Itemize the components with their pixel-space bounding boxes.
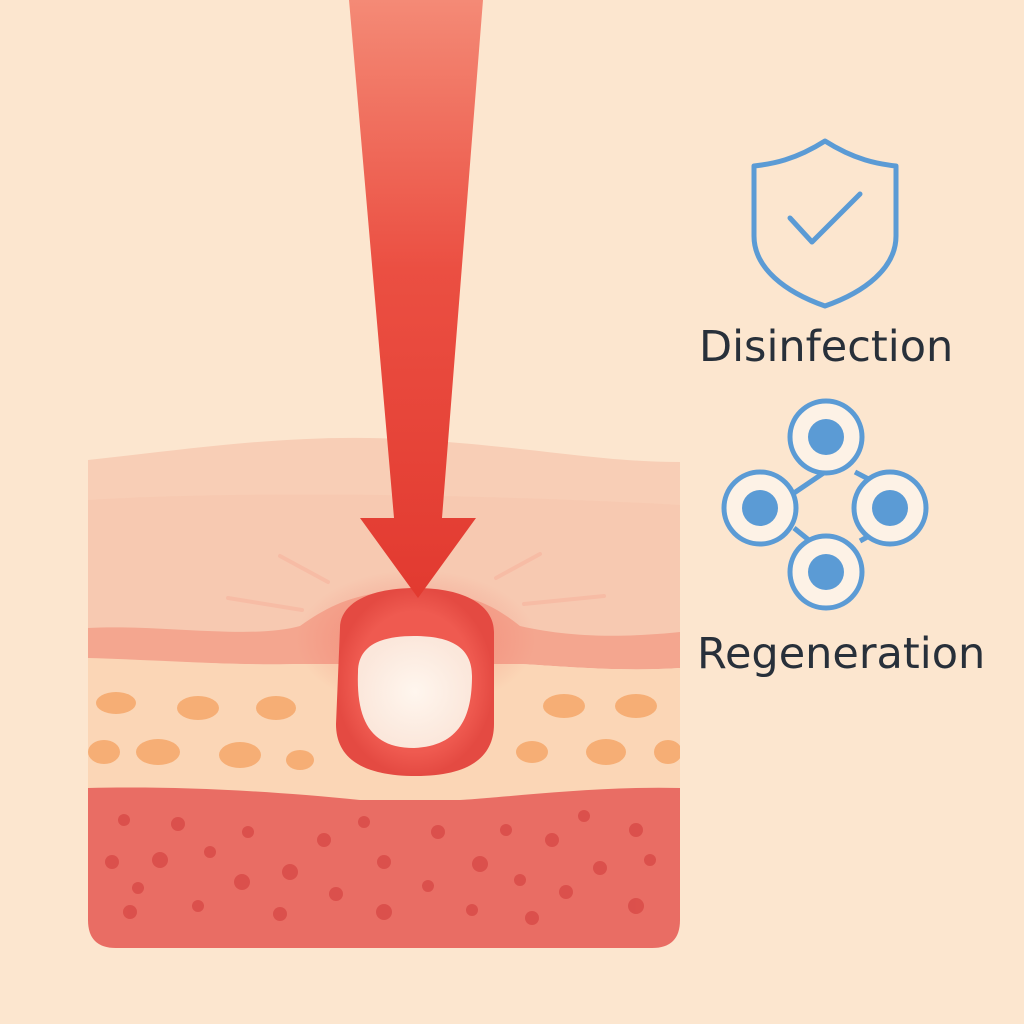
impact-lines	[226, 552, 606, 612]
wound-opening	[357, 636, 472, 748]
cell-network-icon	[721, 398, 929, 611]
regeneration-label: Regeneration	[697, 629, 986, 679]
disinfection-label: Disinfection	[699, 322, 954, 372]
dermis-dots	[105, 810, 656, 925]
lower-dermis	[88, 787, 680, 948]
wound	[336, 588, 494, 776]
shield-check-icon	[751, 138, 899, 309]
fat-cells	[88, 692, 680, 770]
arrow-down-icon	[349, 0, 483, 598]
